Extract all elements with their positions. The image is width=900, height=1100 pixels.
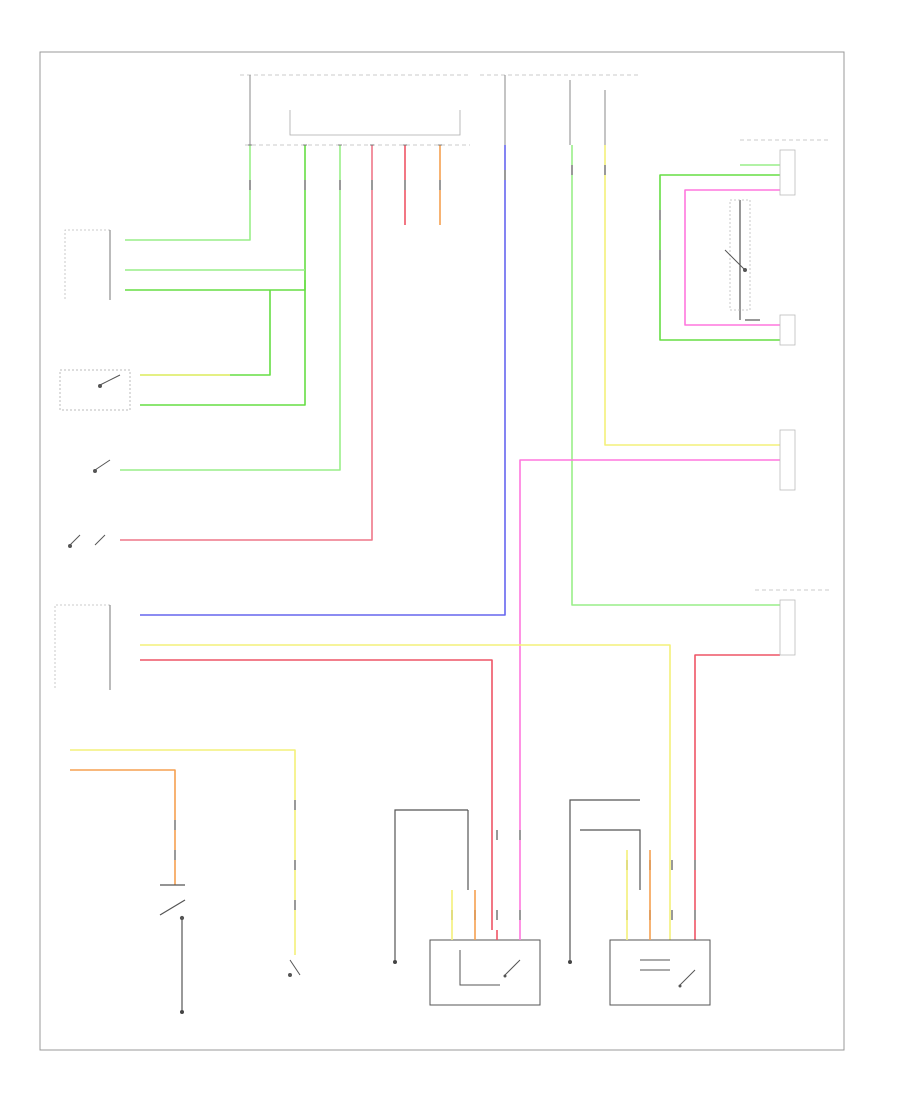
door-switch-left — [429, 939, 541, 1006]
ground-wires — [181, 200, 760, 1010]
wire-pink-module-top — [684, 189, 780, 326]
left-switch-a — [59, 369, 131, 411]
ground-a — [180, 1010, 184, 1014]
wire-yellow-lower — [70, 749, 296, 955]
wire-blue — [140, 145, 506, 616]
wire-green-e — [120, 145, 341, 471]
left-switch-b — [93, 459, 111, 473]
left-control-module — [64, 229, 111, 300]
wire-green-right — [571, 145, 780, 606]
wire-yellow-body — [140, 644, 671, 940]
relay-b — [724, 249, 747, 272]
wire-red-left — [120, 145, 373, 541]
lower-connector-stubs — [451, 850, 651, 940]
wire-pink-mid — [519, 459, 780, 930]
ground-b — [393, 960, 397, 964]
body-control-module — [54, 604, 111, 690]
supply-rails — [240, 74, 830, 591]
wire-id-marks — [174, 165, 696, 920]
wire-green-a — [125, 145, 306, 291]
inline-switch — [288, 959, 301, 977]
right-module-mid — [779, 429, 796, 491]
wire-orange-lower — [70, 769, 176, 885]
fuse-box — [289, 110, 461, 136]
wire-green-top — [125, 145, 251, 241]
left-switch-c — [68, 534, 106, 548]
ground-c — [568, 960, 572, 964]
door-switch-right — [609, 939, 711, 1006]
diagram-frame — [39, 51, 845, 1051]
right-module-low — [779, 599, 796, 656]
wire-green-c — [140, 280, 306, 406]
wire-green-module-top — [659, 174, 780, 341]
right-module-top-connector — [779, 149, 796, 346]
relay-a — [159, 884, 186, 921]
wire-red-body — [140, 659, 493, 930]
wire-green-d — [140, 290, 271, 376]
wire-red-right — [694, 654, 780, 940]
wire-yellow-right — [604, 145, 780, 446]
wires — [70, 145, 780, 955]
